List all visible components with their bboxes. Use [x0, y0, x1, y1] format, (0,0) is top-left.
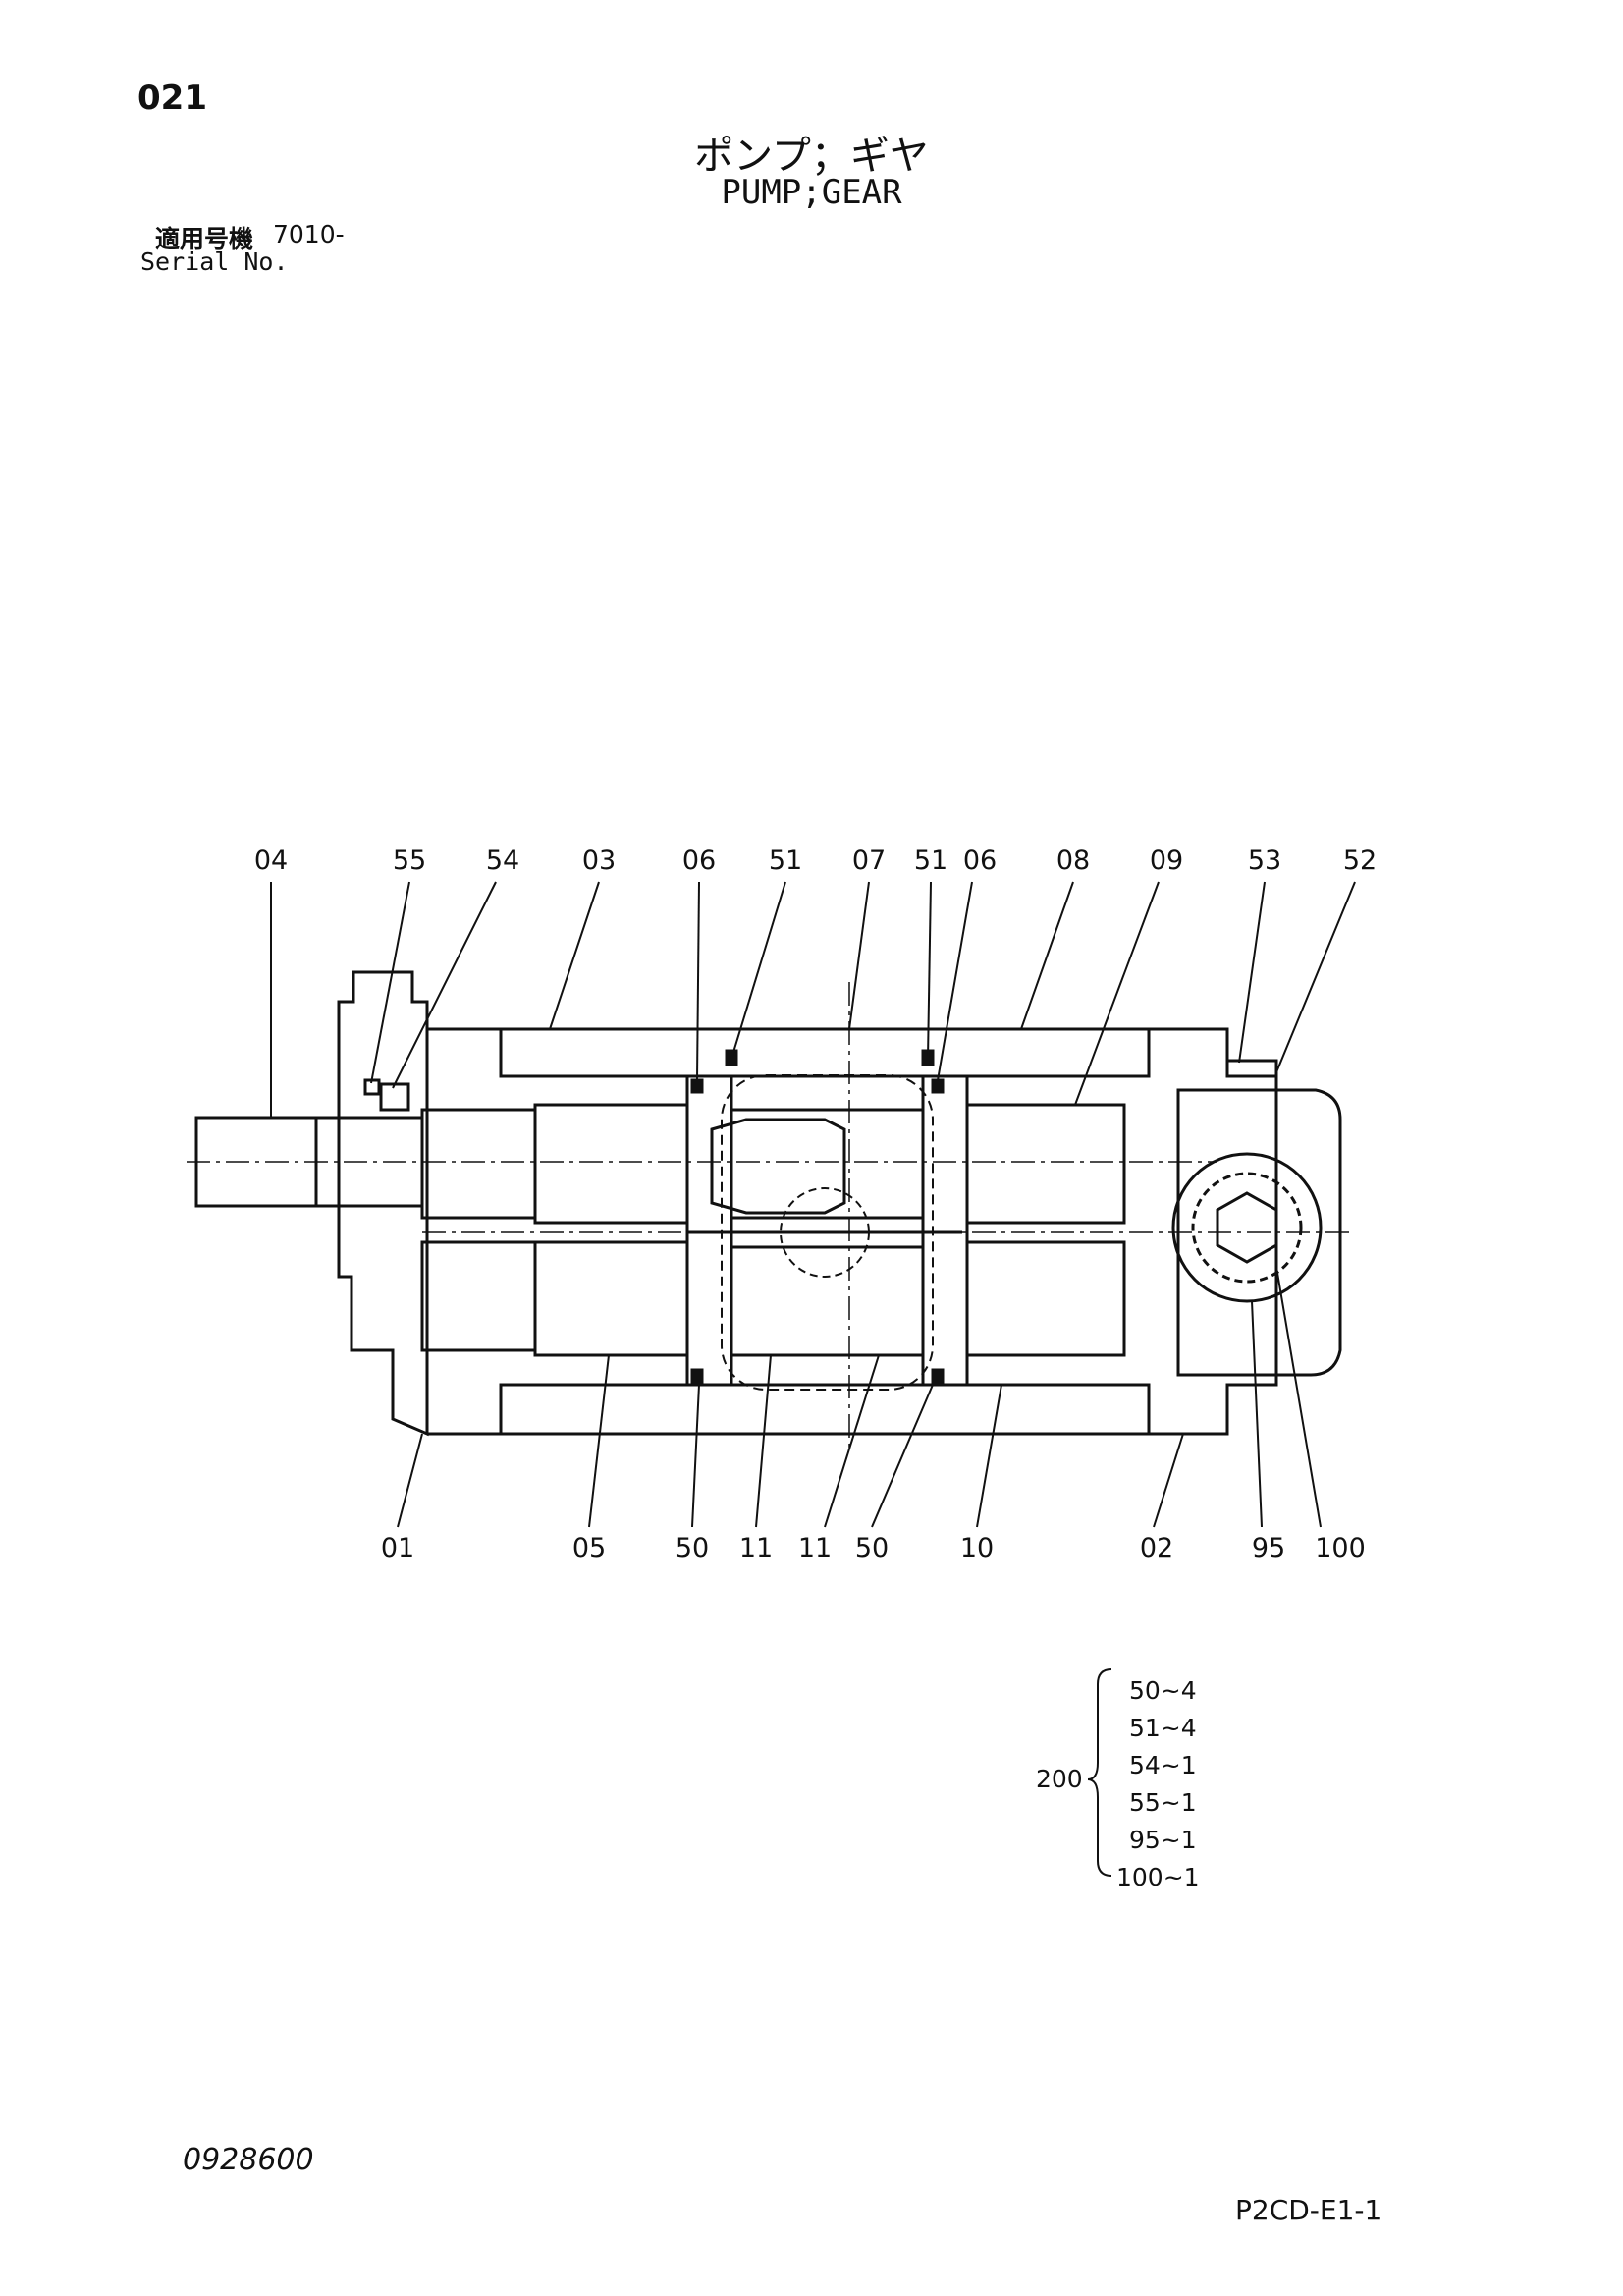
callout-07: 07 [852, 846, 886, 876]
callout-54: 54 [486, 846, 519, 876]
callout-08: 08 [1056, 846, 1090, 876]
callout-55: 55 [393, 846, 426, 876]
callout-95: 95 [1252, 1533, 1285, 1563]
gear-front-lower [533, 1240, 689, 1357]
callout-01: 01 [381, 1533, 414, 1563]
callout-52: 52 [1343, 846, 1377, 876]
callout-50: 50 [676, 1533, 709, 1563]
gear-middle-lower [730, 1245, 925, 1357]
pump-drawing [194, 970, 1342, 1437]
serial-value: 7010- [273, 220, 345, 248]
housing-block-bottom [499, 1383, 1151, 1436]
kit-brace [1087, 1668, 1112, 1877]
front-flange [337, 970, 429, 1437]
plug-inner [1191, 1172, 1303, 1284]
callout-50b: 50 [855, 1533, 889, 1563]
document-code: 0928600 [183, 2143, 314, 2177]
plug-hex [1216, 1191, 1278, 1264]
title-japanese: ポンプ；ギヤ [694, 134, 929, 179]
callout-05: 05 [572, 1533, 606, 1563]
rear-cover [1176, 1088, 1342, 1377]
serial-label-japanese: 適用号機 [155, 225, 254, 253]
kit-item: 54~1 [1129, 1751, 1197, 1779]
callout-11: 11 [739, 1533, 773, 1563]
callout-51: 51 [769, 846, 802, 876]
kit-id: 200 [1036, 1765, 1083, 1793]
seal-kit: 200 50~4 51~4 54~1 55~1 95~1 100~1 [1036, 1668, 1200, 1891]
callout-09: 09 [1150, 846, 1183, 876]
shaft-step [420, 1108, 537, 1220]
gear-middle-upper [730, 1108, 925, 1220]
coupling [710, 1118, 846, 1215]
kit-item: 50~4 [1129, 1676, 1197, 1705]
callout-100: 100 [1315, 1533, 1366, 1563]
kit-item: 51~4 [1129, 1714, 1197, 1742]
housing-block-top [499, 1027, 1151, 1078]
callout-06b: 06 [963, 846, 997, 876]
sheet-code: P2CD-E1-1 [1235, 2194, 1382, 2226]
gear-front-upper [533, 1103, 689, 1225]
leader-lines [270, 881, 1356, 1528]
kit-item: 95~1 [1129, 1826, 1197, 1854]
callout-11b: 11 [798, 1533, 832, 1563]
gear-rear-upper [965, 1103, 1126, 1225]
callout-51b: 51 [914, 846, 947, 876]
callout-03: 03 [582, 846, 616, 876]
callout-10: 10 [960, 1533, 994, 1563]
page-number: 021 [137, 79, 207, 118]
callout-06: 06 [682, 846, 716, 876]
centerlines [187, 982, 1355, 1449]
callout-53: 53 [1248, 846, 1281, 876]
shaft-lower [420, 1240, 537, 1352]
callout-02: 02 [1140, 1533, 1173, 1563]
title-english: PUMP;GEAR [721, 173, 902, 212]
serial-label-english: Serial No. [140, 247, 289, 276]
kit-item: 100~1 [1116, 1863, 1200, 1891]
oil-seal-54 [379, 1082, 410, 1112]
kit-item: 55~1 [1129, 1788, 1197, 1817]
plug-outer [1171, 1152, 1323, 1303]
gear-rear-lower [965, 1240, 1126, 1357]
callout-04: 04 [254, 846, 288, 876]
